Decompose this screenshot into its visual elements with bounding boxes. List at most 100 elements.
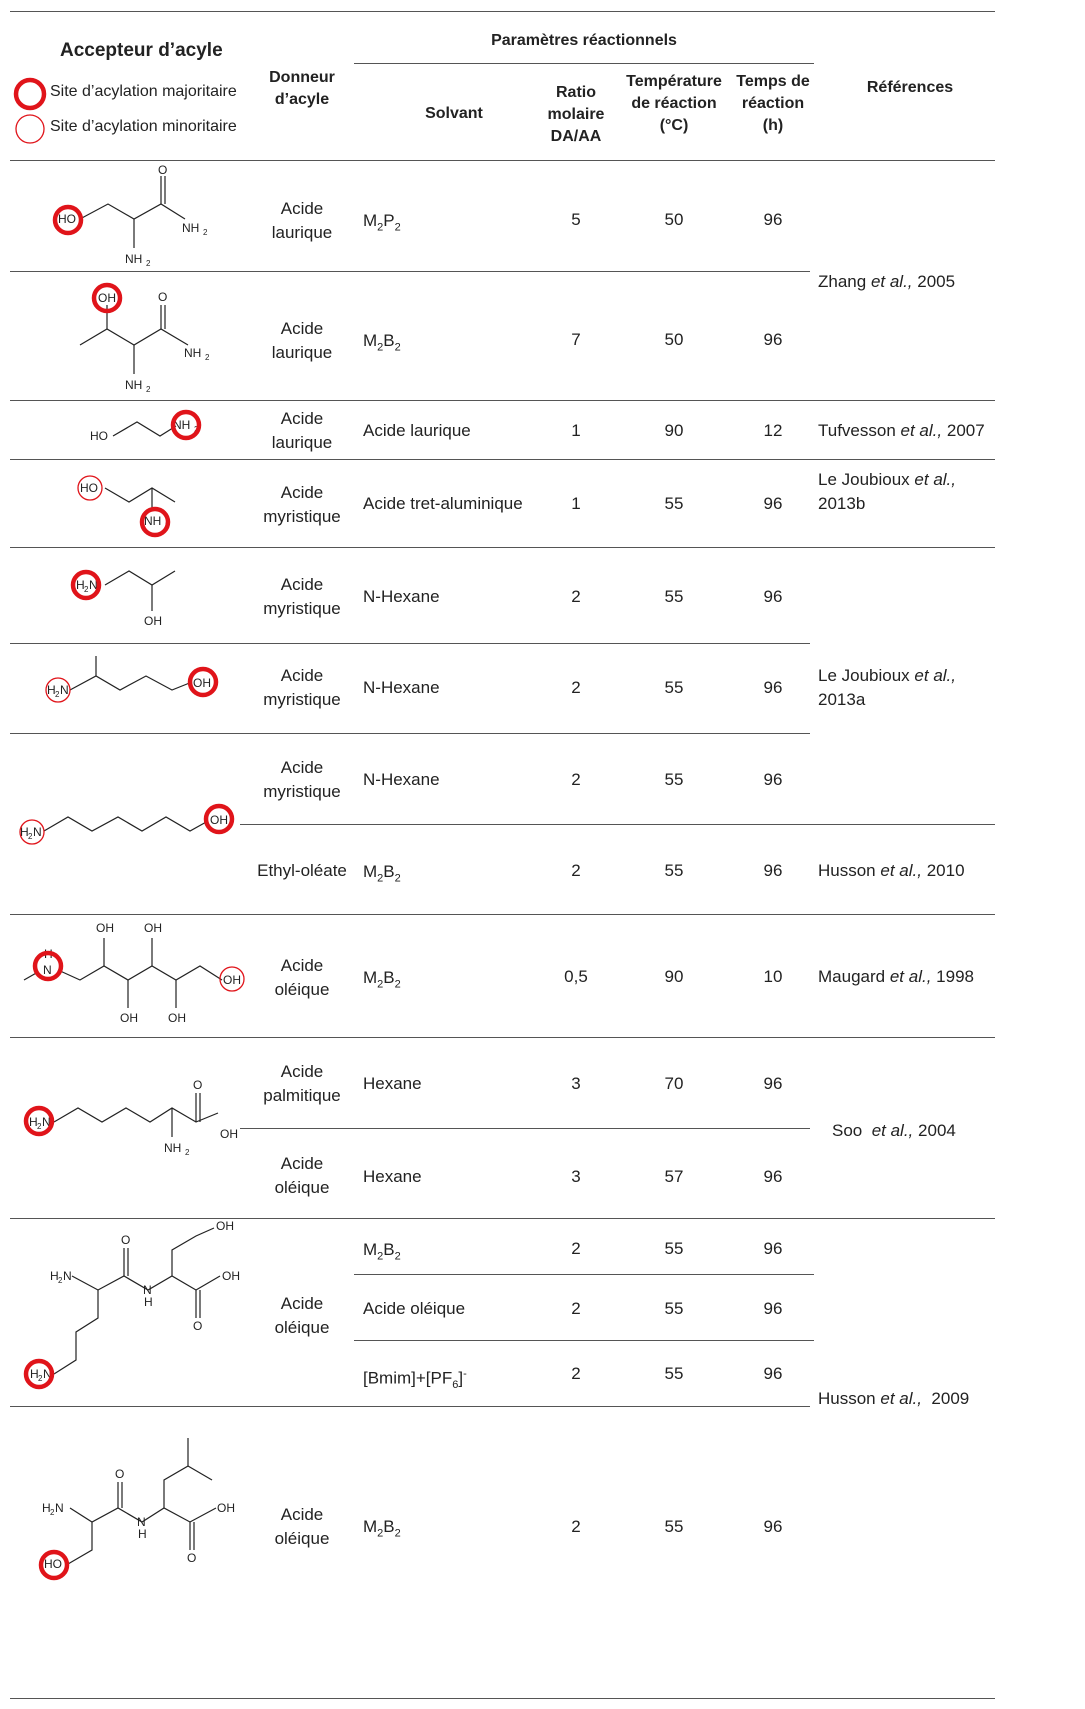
time-cell: 96 — [763, 1364, 783, 1383]
molecule-aminohexanol: H 2 N OH — [10, 643, 250, 733]
atom-label: NH — [173, 418, 190, 432]
row-rule — [10, 643, 810, 644]
atom-label: OH — [96, 921, 114, 935]
ratio-cell: 2 — [571, 1239, 581, 1258]
time-cell: 96 — [763, 1074, 783, 1093]
solvent-cell: M2B2 — [363, 966, 533, 996]
row-rule — [10, 1406, 810, 1407]
molecule-aminopropanol-2: H 2 N OH — [10, 547, 250, 643]
header-bottom-rule — [10, 160, 995, 161]
donor-cell: Acide laurique — [271, 409, 333, 452]
structure-aminohexanol-icon: H 2 N OH — [45, 656, 219, 703]
atom-label: OH — [144, 614, 162, 628]
temp-cell: 55 — [664, 1517, 684, 1536]
subscript: 2 — [377, 978, 384, 991]
atom-label: NH — [184, 346, 201, 360]
donor-cell: Acide myristique — [263, 575, 341, 618]
acceptor-header: Accepteur d’acyle — [60, 40, 223, 61]
ratio-cell: 7 — [571, 330, 581, 349]
solvent-cell: Acide oléique — [363, 1299, 466, 1318]
solvent-m-label: M — [363, 1517, 378, 1536]
solvent-b-label: B — [383, 331, 395, 350]
ref-etal: et al., — [880, 1389, 922, 1408]
solvent-cell: M2B2 — [363, 860, 533, 890]
atom-label: H — [138, 1527, 147, 1541]
molecule-serinamide: HO O NH 2 NH 2 — [10, 160, 250, 271]
atom-subscript: 2 — [38, 1374, 43, 1383]
donor-cell: Ethyl-oléate — [257, 861, 347, 880]
atom-label: OH — [120, 1011, 138, 1025]
atom-subscript: 2 — [203, 228, 208, 237]
reference-cell: Le Joubioux et al.,2013b — [818, 468, 978, 516]
ref-year: 2007 — [946, 421, 985, 440]
atom-label: O — [193, 1078, 202, 1092]
atom-subscript: 2 — [55, 690, 60, 699]
atom-label: O — [121, 1233, 130, 1247]
structure-methylglucamine-icon: H N OH OH OH OH OH — [23, 921, 245, 1025]
subscript: 2 — [394, 1250, 401, 1263]
ref-year: 2010 — [926, 861, 965, 880]
reference-cell: Soo et al., 2004 — [832, 1119, 992, 1143]
donor-cell: Acide palmitique — [263, 1062, 341, 1105]
solvent-cell: M2B2 — [363, 329, 533, 359]
atom-label: H — [144, 1295, 153, 1309]
solvent-m-label: M — [363, 862, 378, 881]
subscript: 6 — [452, 1379, 459, 1392]
temp-cell: 55 — [664, 678, 684, 697]
reference-cell: Tufvesson et al., 2007 — [818, 419, 998, 443]
atom-label: N — [60, 683, 69, 697]
row-rule — [10, 547, 995, 548]
row-rule — [10, 400, 995, 401]
row-rule — [240, 824, 995, 825]
ratio-cell: 2 — [571, 1517, 581, 1536]
atom-label: NH — [164, 1141, 181, 1155]
structure-aminohexanol-long-icon: H 2 N OH — [19, 803, 235, 845]
molecule-lys-ser: H 2 N O N H OH OH O H 2 N — [10, 1218, 250, 1406]
temp-cell: 55 — [664, 1299, 684, 1318]
time-cell: 96 — [763, 210, 783, 229]
atom-subscript: 2 — [205, 353, 210, 362]
references-header: Références — [866, 79, 954, 96]
ref-author: Husson — [818, 861, 876, 880]
atom-label: OH — [220, 1127, 238, 1141]
temp-cell: 55 — [664, 1239, 684, 1258]
atom-label: HO — [90, 429, 108, 443]
legend-minor-label: Site d’acylation minoritaire — [50, 118, 237, 135]
ref-year: 2009 — [931, 1389, 970, 1408]
row-rule — [10, 1218, 995, 1219]
atom-label: H — [50, 1269, 59, 1283]
row-rule — [354, 1274, 814, 1275]
ratio-cell: 2 — [571, 1364, 581, 1383]
solvent-cell: Acide laurique — [363, 421, 471, 440]
reference-cell: Zhang et al., 2005 — [818, 270, 993, 294]
atom-label: N — [89, 578, 98, 592]
solvent-b-label: B — [383, 862, 395, 881]
ratio-cell: 3 — [571, 1167, 581, 1186]
ref-etal: et al., — [871, 1121, 914, 1140]
solvent-cell: M2P2 — [363, 209, 533, 239]
row-rule — [10, 1037, 995, 1038]
ref-year: 1998 — [936, 967, 974, 986]
donor-cell: Acide oléique — [274, 1505, 330, 1548]
molecule-aminopropanol: HO NH 2 — [10, 459, 250, 547]
atom-label: N — [137, 1515, 146, 1529]
atom-subscript: 2 — [146, 259, 151, 268]
solvent-bracket-label: ] — [458, 1368, 464, 1388]
ratio-cell: 1 — [571, 494, 581, 513]
solvent-cell: N-Hexane — [363, 770, 440, 789]
subscript: 2 — [394, 978, 401, 991]
time-cell: 96 — [763, 587, 783, 606]
subscript: 2 — [377, 1250, 384, 1263]
atom-subscript: 2 — [84, 585, 89, 594]
atom-label: NH — [125, 378, 142, 392]
structure-aminopropanol-icon: HO NH 2 — [77, 475, 176, 538]
ref-author: Husson — [818, 1389, 876, 1408]
solvent-cell: M2B2 — [363, 1238, 533, 1268]
atom-subscript: 2 — [58, 1276, 63, 1285]
atom-label: OH — [210, 813, 228, 827]
donor-cell: Acide laurique — [271, 199, 333, 242]
atom-label: H — [20, 825, 29, 839]
atom-label: N — [63, 1269, 72, 1283]
superscript: - — [463, 1368, 467, 1380]
atom-label: HO — [44, 1557, 62, 1571]
